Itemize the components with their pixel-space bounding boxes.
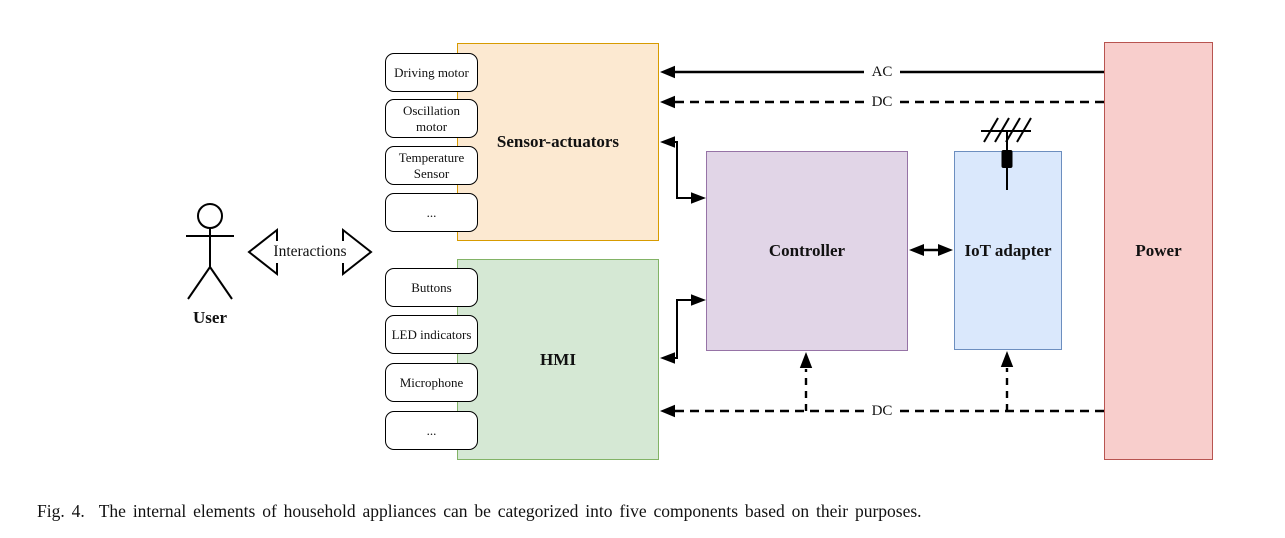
chip-microphone: Microphone	[385, 363, 478, 402]
controller-block: Controller	[706, 151, 908, 351]
wire-sensor-controller	[660, 136, 706, 204]
wire-dc-branch-iot	[1000, 351, 1014, 411]
figure-caption-number: Fig. 4.	[37, 501, 85, 521]
figure-caption: Fig. 4. The internal elements of househol…	[37, 501, 922, 522]
user-figure-icon	[186, 203, 234, 300]
power-label: Power	[1135, 241, 1182, 260]
iot-adapter-block: IoT adapter	[954, 151, 1062, 350]
sensor-actuators-label: Sensor-actuators	[496, 132, 620, 151]
chip-hmi-ellipsis: ...	[385, 411, 478, 450]
hmi-block: HMI	[457, 259, 659, 460]
dc-bottom-wire-label: DC	[864, 402, 900, 420]
power-block: Power	[1104, 42, 1213, 460]
chip-temperature-sensor: Temperature Sensor	[385, 146, 478, 185]
interactions-label: Interactions	[273, 243, 347, 260]
chip-sensor-ellipsis: ...	[385, 193, 478, 232]
wire-controller-iot	[909, 244, 953, 256]
iot-adapter-label: IoT adapter	[964, 240, 1052, 260]
ac-wire-label: AC	[864, 63, 900, 81]
user-label: User	[193, 308, 227, 327]
hmi-label: HMI	[540, 349, 576, 369]
chip-oscillation-motor: Oscillation motor	[385, 99, 478, 138]
sensor-actuators-block: Sensor-actuators	[457, 43, 659, 241]
figure-caption-text: The internal elements of household appli…	[98, 501, 922, 521]
chip-driving-motor: Driving motor	[385, 53, 478, 92]
chip-buttons: Buttons	[385, 268, 478, 307]
controller-label: Controller	[768, 241, 846, 260]
wire-hmi-controller	[660, 294, 706, 364]
wire-dc-branch-controller	[799, 352, 813, 411]
dc-top-wire-label: DC	[864, 93, 900, 111]
chip-led-indicators: LED indicators	[385, 315, 478, 354]
